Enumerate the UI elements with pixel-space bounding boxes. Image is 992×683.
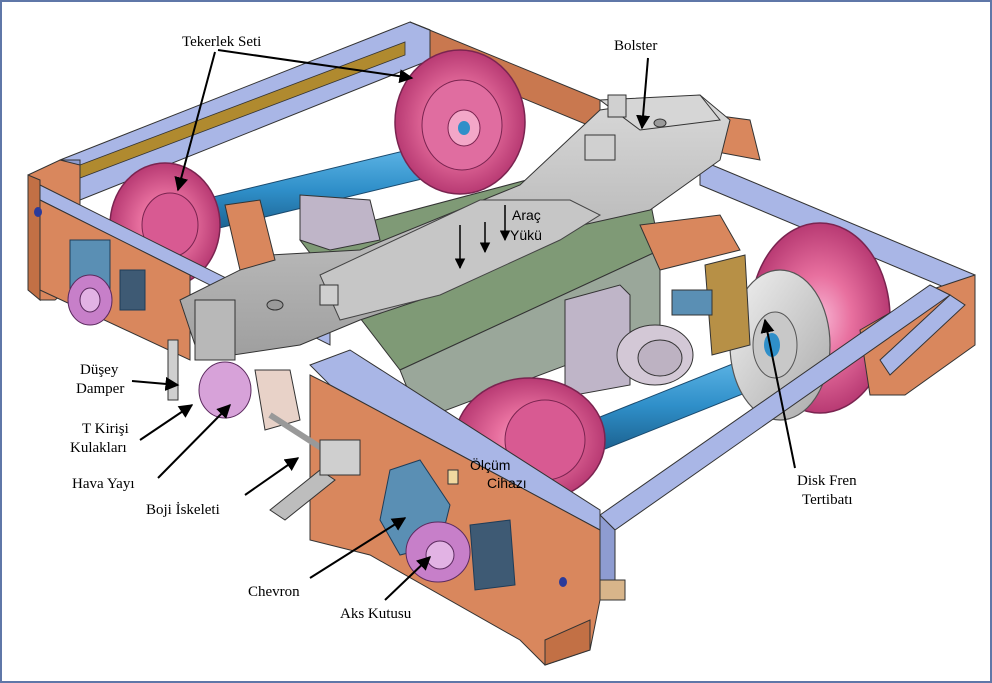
label-vehicle-load-2: Yükü	[510, 227, 542, 243]
label-disc-brake-2: Tertibatı	[802, 492, 853, 508]
label-vertical-damper-1: Düşey	[80, 362, 119, 378]
label-bogie-frame: Boji İskeleti	[146, 502, 220, 518]
front-side-frame	[309, 349, 626, 666]
label-measuring-2: Cihazı	[487, 475, 527, 491]
front-wheelset	[454, 222, 891, 503]
label-bolster: Bolster	[614, 38, 657, 54]
label-vehicle-load-1: Araç	[512, 207, 541, 223]
labels: Tekerlek Seti Bolster Araç Yükü Düşey Da…	[70, 34, 857, 622]
annotation-arrows	[131, 49, 796, 601]
gearbox	[224, 194, 741, 396]
front-cross-frame	[599, 284, 951, 591]
label-vertical-damper-2: Damper	[76, 381, 124, 397]
label-air-spring: Hava Yayı	[72, 476, 135, 492]
label-wheelset: Tekerlek Seti	[182, 34, 261, 50]
right-side-frame	[859, 274, 976, 396]
label-measuring-1: Ölçüm	[470, 456, 510, 473]
bolster	[179, 94, 731, 361]
label-chevron: Chevron	[248, 584, 300, 600]
air-spring	[167, 339, 361, 521]
label-t-beam-1: T Kirişi	[82, 421, 129, 437]
label-t-beam-2: Kulakları	[70, 440, 127, 456]
label-axle-box: Aks Kutusu	[340, 606, 412, 622]
label-disc-brake-1: Disk Fren	[797, 473, 857, 489]
